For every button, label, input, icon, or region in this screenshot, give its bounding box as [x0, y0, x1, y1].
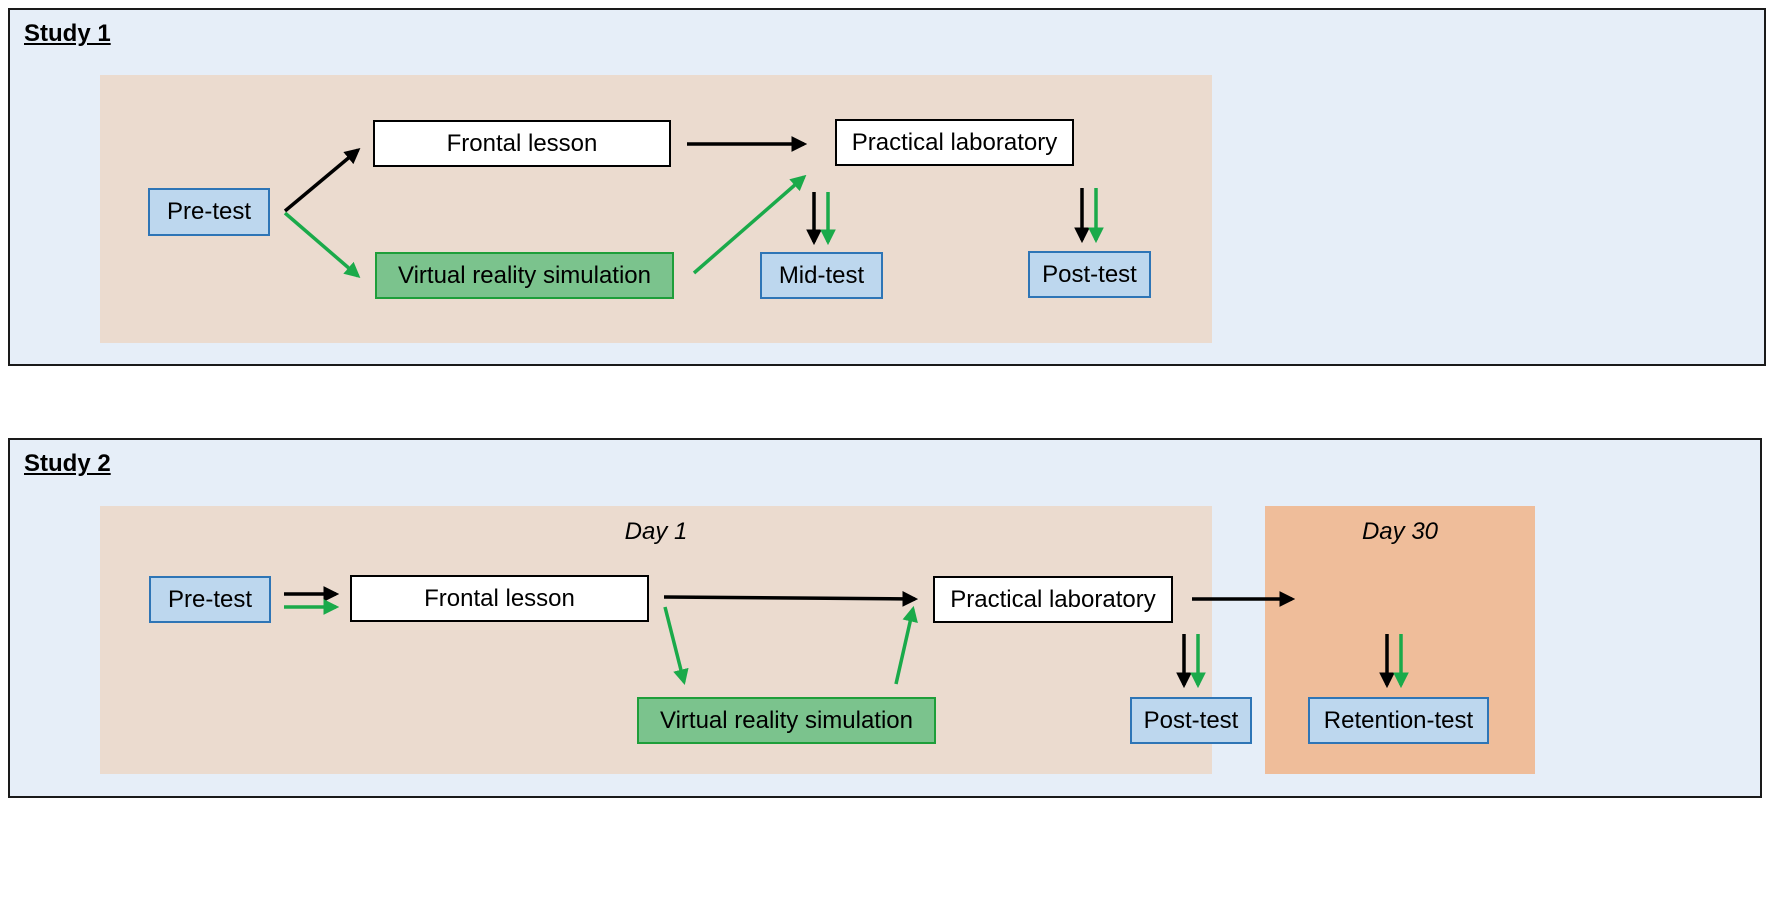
study1-vr-simulation-box: Virtual reality simulation — [375, 252, 674, 299]
study2-posttest-box: Post-test — [1130, 697, 1252, 744]
s2-arrow-frontal-to-vr — [663, 606, 689, 686]
study2-frontal-lesson-box: Frontal lesson — [350, 575, 649, 622]
study1-posttest-box: Post-test — [1028, 251, 1151, 298]
s1-arrow-vr-to-lab — [692, 174, 807, 275]
day1-label: Day 1 — [624, 518, 688, 545]
study2-pretest-box: Pre-test — [149, 576, 271, 623]
s1-arrow-pretest-to-vr — [283, 211, 361, 279]
day30-label: Day 30 — [1361, 518, 1439, 545]
study2-title: Study 2 — [24, 450, 111, 477]
study1-title: Study 1 — [24, 20, 111, 47]
study1-frontal-lesson-box: Frontal lesson — [373, 120, 671, 167]
study2-practical-lab-box: Practical laboratory — [933, 576, 1173, 623]
study1-practical-lab-box: Practical laboratory — [835, 119, 1074, 166]
study1-midtest-box: Mid-test — [760, 252, 883, 299]
study2-vr-simulation-box: Virtual reality simulation — [637, 697, 936, 744]
s1-arrow-pretest-to-frontal — [283, 147, 361, 213]
study2-retention-test-box: Retention-test — [1308, 697, 1489, 744]
s2-arrow-vr-to-lab — [894, 605, 918, 685]
study1-pretest-box: Pre-test — [148, 188, 270, 236]
s2-arrow-frontal-to-lab — [663, 591, 919, 607]
